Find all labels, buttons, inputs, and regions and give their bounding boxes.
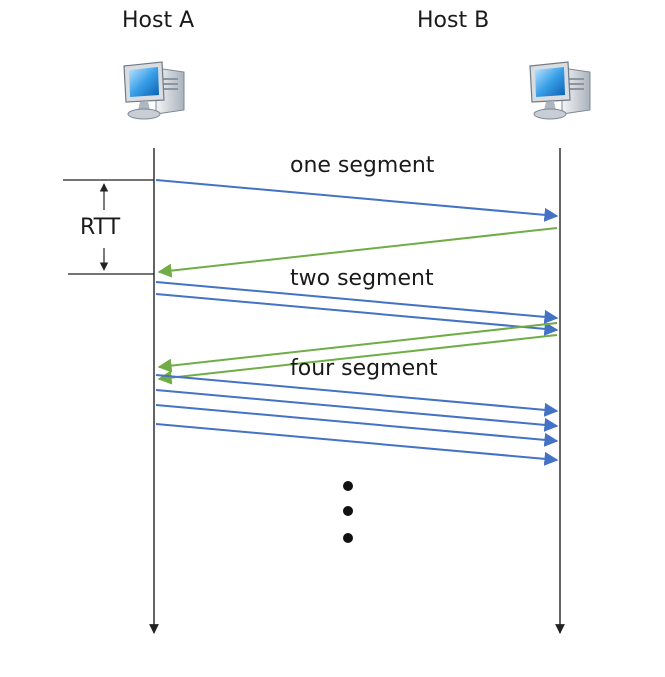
host-a-title: Host A bbox=[122, 8, 195, 33]
ack-arrow bbox=[157, 227, 558, 278]
round-label-1: one segment bbox=[290, 153, 435, 178]
data-segment-arrow bbox=[155, 404, 559, 447]
rtt-bracket bbox=[63, 179, 154, 275]
host-b-computer-icon bbox=[529, 61, 591, 120]
data-segment-arrow bbox=[155, 293, 559, 336]
host-a-computer-icon bbox=[123, 61, 185, 120]
data-segment-arrow bbox=[155, 374, 559, 417]
rtt-label: RTT bbox=[80, 215, 121, 240]
host-b-title: Host B bbox=[417, 8, 490, 33]
round-label-3: four segment bbox=[290, 356, 438, 381]
ack-arrow bbox=[157, 322, 558, 373]
data-segment-arrow bbox=[155, 281, 559, 324]
ack-arrow bbox=[157, 334, 558, 385]
data-segment-arrow bbox=[155, 423, 559, 466]
data-segment-arrow bbox=[155, 389, 559, 432]
data-segment-arrow bbox=[155, 179, 559, 222]
vertical-ellipsis-icon bbox=[343, 481, 353, 543]
round-label-2: two segment bbox=[290, 266, 434, 291]
